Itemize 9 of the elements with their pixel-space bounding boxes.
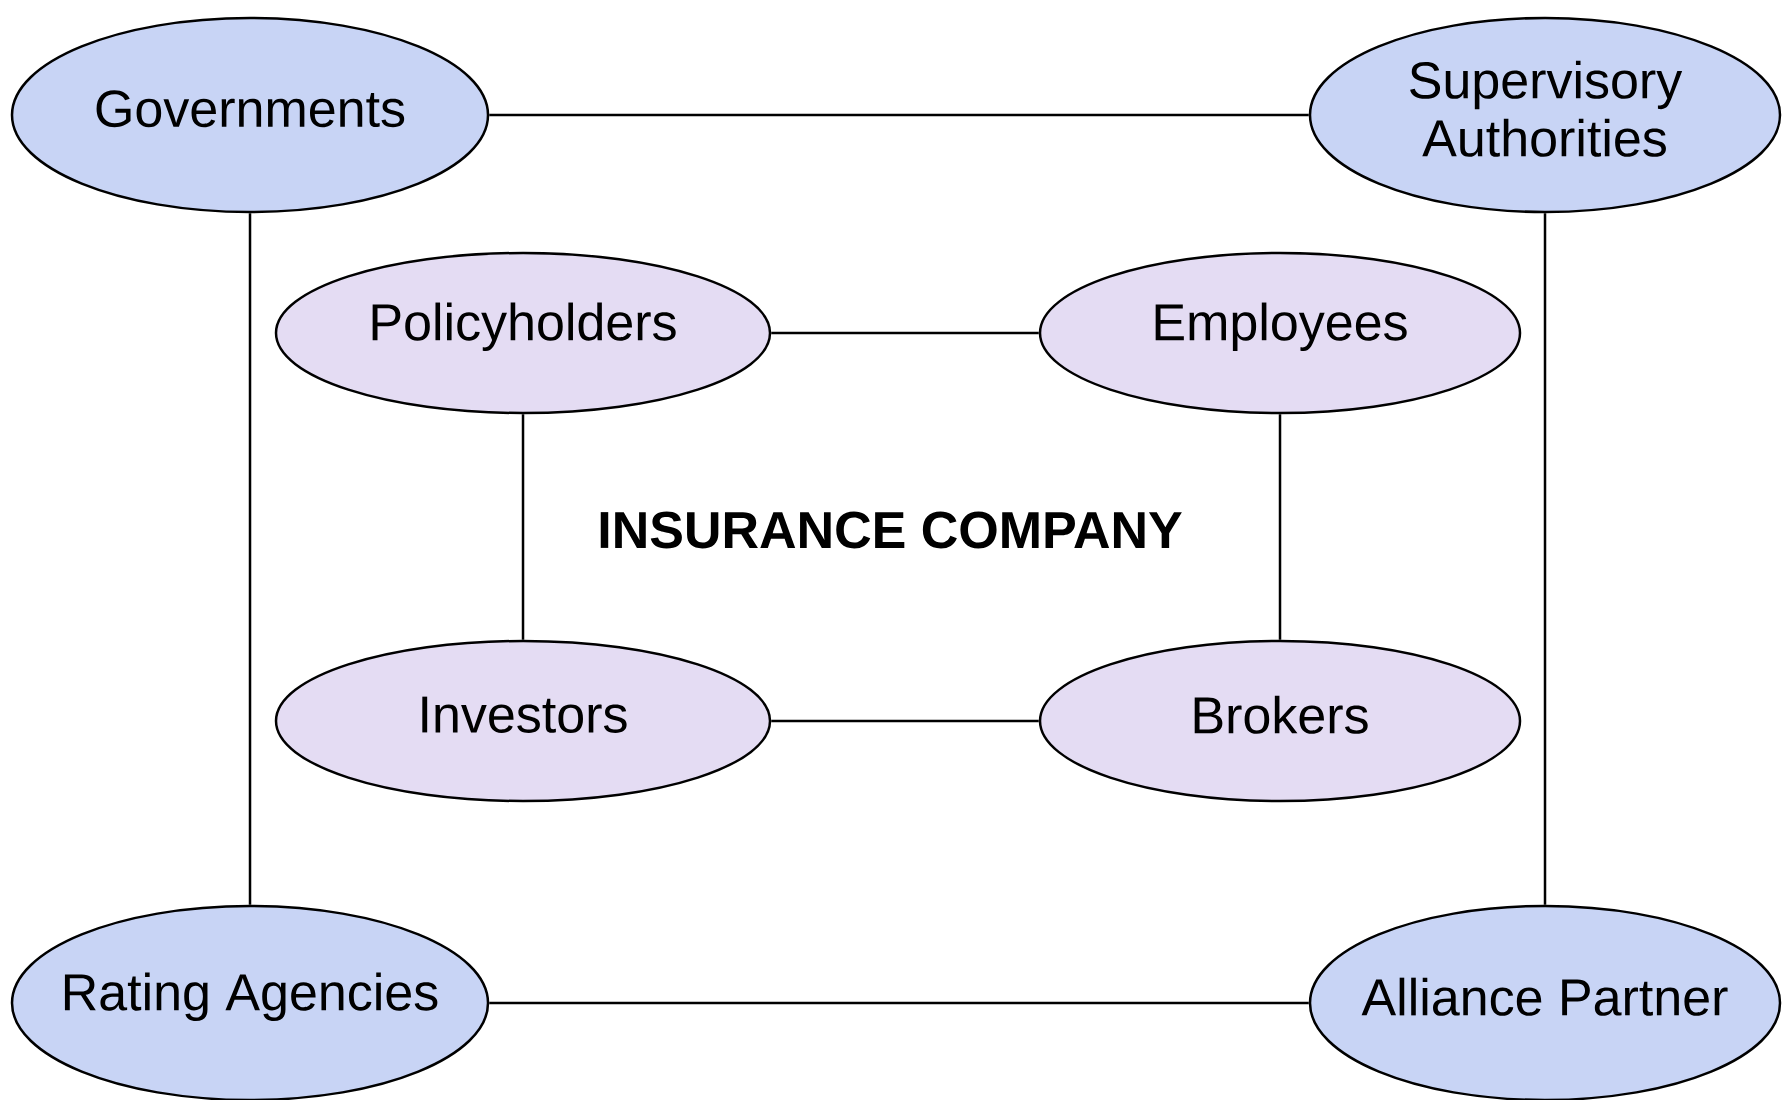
connector-line	[489, 113, 1309, 117]
connector-line	[248, 213, 252, 905]
connector-line	[771, 719, 1039, 723]
connector-line	[521, 414, 525, 640]
center-label: INSURANCE COMPANY	[600, 511, 1182, 549]
connector-line	[771, 331, 1039, 335]
connector-line	[1278, 414, 1282, 640]
connector-line	[1543, 213, 1547, 905]
connector-line	[489, 1001, 1309, 1005]
